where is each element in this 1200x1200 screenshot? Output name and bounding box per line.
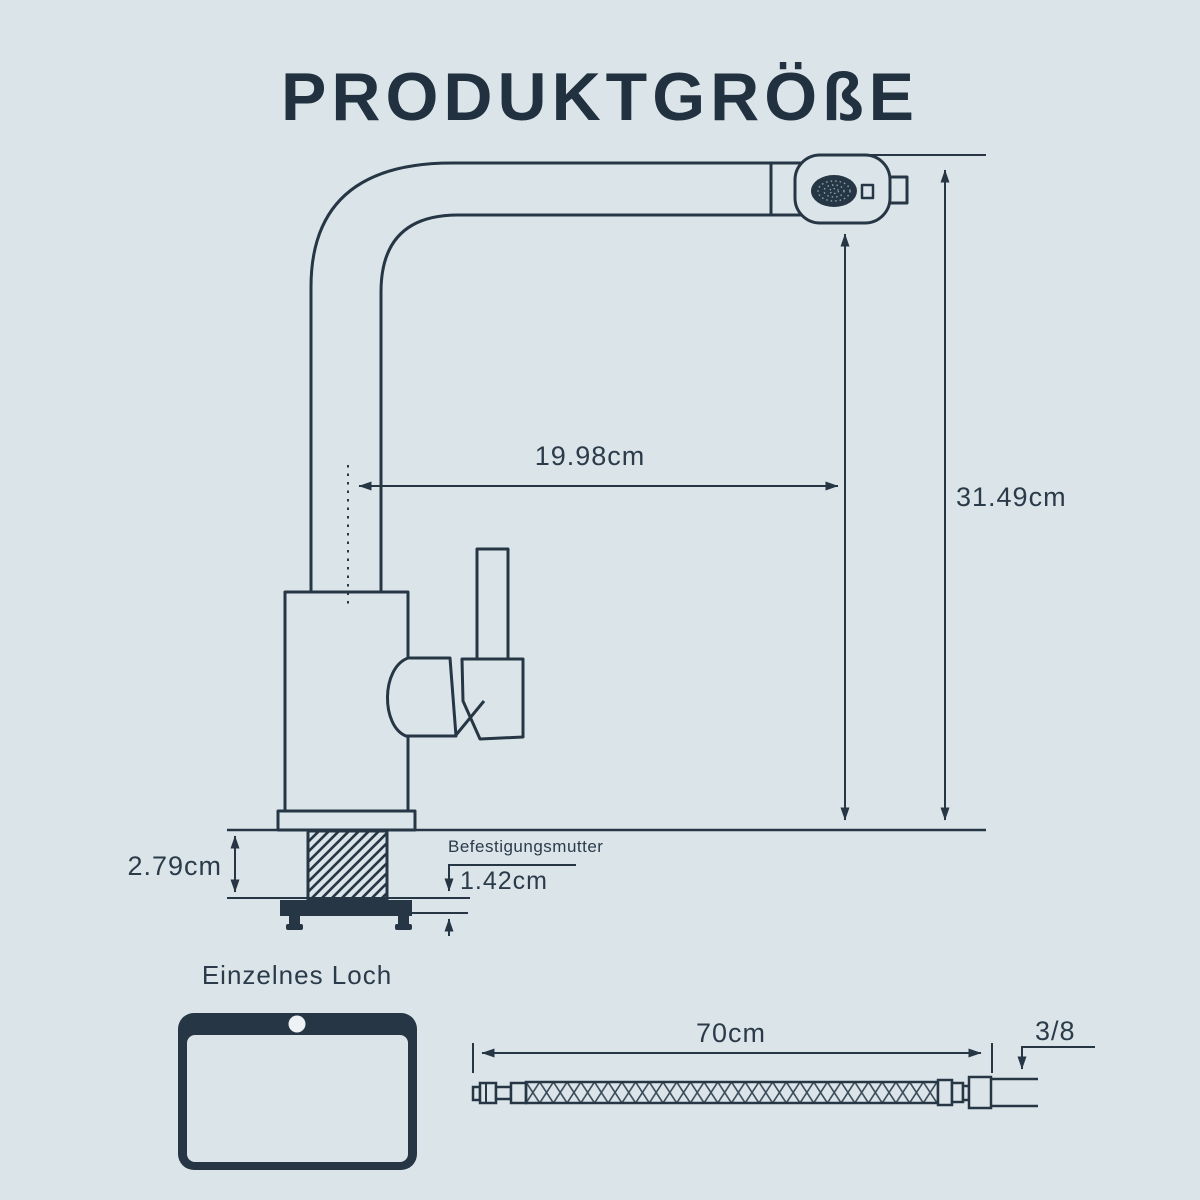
hose-dimensions — [472, 1043, 1095, 1073]
mixer-joint-block — [460, 657, 525, 741]
hose-nut — [967, 1075, 993, 1110]
mixer-joint-cap — [386, 656, 458, 738]
mixer-joint-seam — [454, 700, 486, 736]
page-title: PRODUKTGRÖßE — [281, 59, 919, 135]
dim-label-total-height: 31.49cm — [956, 482, 1067, 512]
hose-collar-right — [936, 1078, 954, 1107]
hose-collar-left — [509, 1081, 528, 1105]
hose-fitting — [478, 1081, 498, 1105]
dimension-lines — [227, 154, 986, 936]
hole-plate — [178, 1013, 417, 1170]
hose-ferrule — [950, 1081, 965, 1104]
spout-pipe — [309, 161, 862, 594]
hose-braid — [524, 1080, 940, 1105]
handle-lever — [475, 547, 510, 661]
supply-hose — [471, 1075, 1038, 1110]
faucet-hole-icon — [288, 1015, 306, 1033]
dim-label-hose-length: 70cm — [695, 1018, 767, 1048]
dim-label-thread-size: 3/8 — [1035, 1016, 1076, 1046]
base-plate — [276, 809, 417, 832]
dim-label-nut-height: 1.42cm — [460, 867, 548, 895]
faucet-outline — [276, 153, 909, 832]
hose-neck — [494, 1085, 513, 1101]
leader-mounting-nut — [444, 864, 576, 892]
threaded-shank — [306, 829, 389, 901]
label-mounting-nut: Befestigungsmutter — [448, 837, 604, 856]
dim-label-deck-thickness: 2.79cm — [127, 851, 222, 881]
dim-label-spout-reach: 19.98cm — [534, 441, 646, 471]
aerator-icon — [811, 175, 857, 207]
hose-outlet-pipe — [991, 1077, 1038, 1108]
leader-thread-size — [1017, 1046, 1095, 1070]
mounting-nut — [280, 900, 412, 930]
spray-button — [860, 183, 875, 200]
caption-single-hole: Einzelnes Loch — [201, 960, 393, 990]
